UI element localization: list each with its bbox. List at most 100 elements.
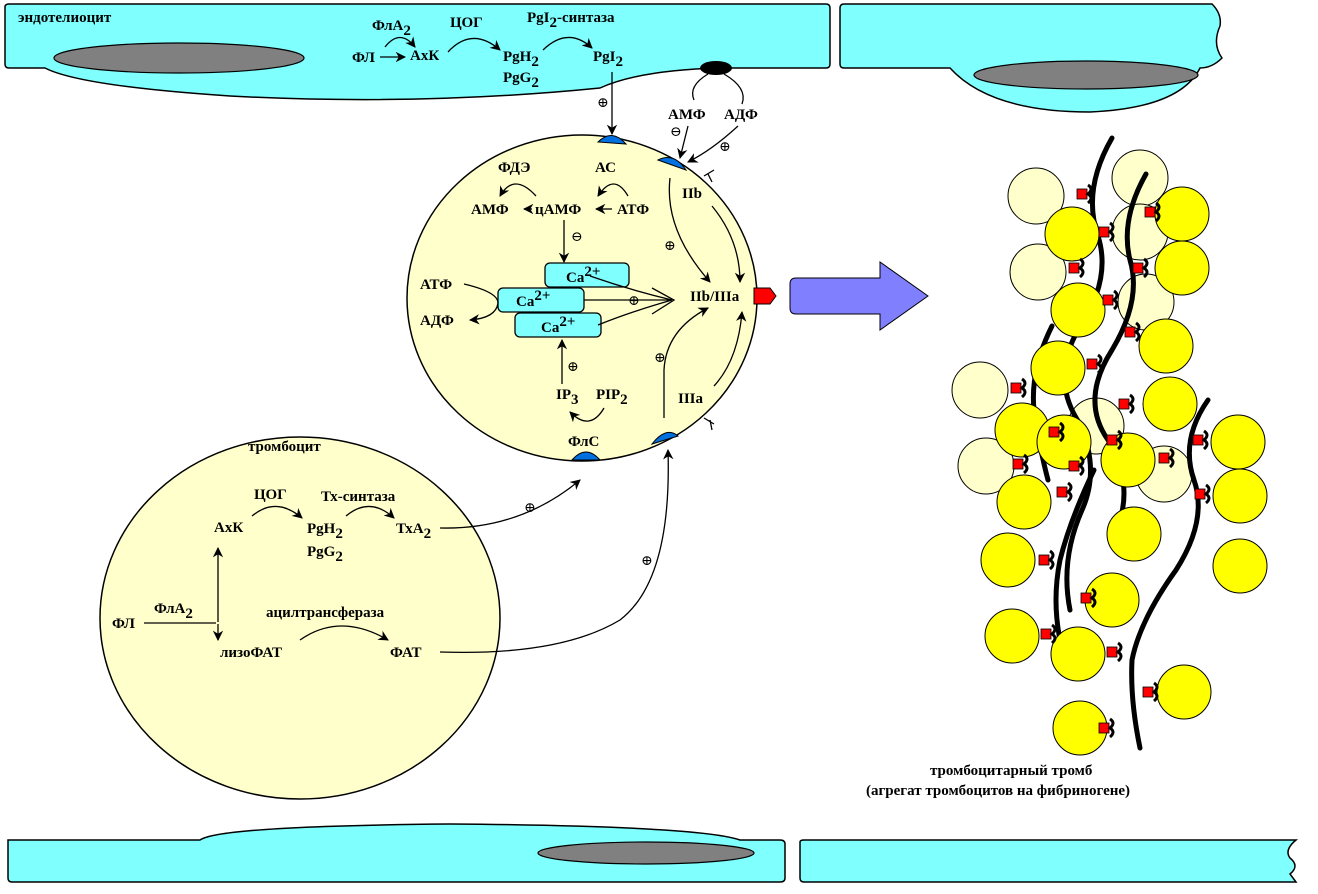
gp-receptor: [1142, 686, 1154, 698]
atf-left: АТФ: [420, 277, 452, 293]
pgi2-synthase-endo: PgI2-синтаза: [527, 10, 615, 31]
lyso-fat: лизоФАТ: [220, 645, 282, 661]
active-platelet: [1050, 626, 1106, 682]
adp-receptor: [656, 157, 688, 171]
flc: ФлС: [568, 434, 599, 450]
fibrinogen-clasp: [1077, 455, 1085, 477]
thrombus-caption-2: (агрегат тромбоцитов на фибриногене): [866, 783, 1130, 799]
fibrinogen-clasp: [1141, 257, 1149, 279]
fl-endo: ФЛ: [352, 50, 375, 66]
inactive-platelet: [1009, 243, 1067, 301]
fibrinogen-clasp: [1203, 483, 1211, 505]
gp-receptor: [1098, 722, 1110, 734]
plus-txa2: ⊕: [524, 501, 536, 516]
fibrinogen-strand: [1053, 467, 1097, 643]
endothelial-cell-top-right: [839, 3, 1223, 113]
endothelial-nucleus-bottom: [537, 841, 755, 865]
ca-store-3: [514, 312, 602, 338]
ca-store-1: [544, 262, 630, 288]
minus-amf: ⊖: [670, 125, 682, 140]
fibrinogen-clasp: [1047, 549, 1055, 571]
camf: цАМФ: [535, 202, 581, 218]
axk-endo: АхК: [410, 48, 439, 64]
active-platelet: [984, 608, 1040, 664]
active-platelet: [1138, 318, 1194, 374]
pgh2-endo: PgH2: [503, 49, 539, 70]
gp-receptor: [1076, 188, 1088, 200]
fibrinogen-clasp: [1049, 623, 1057, 645]
plus-ca: ⊕: [628, 294, 640, 309]
pgh2-platelet: PgH2: [307, 521, 343, 542]
txa2: ТхА2: [396, 521, 431, 542]
iib-iiia-receptor: [753, 287, 777, 305]
endothelial-cell-top-left: [4, 3, 831, 101]
gp-receptor: [1086, 358, 1098, 370]
plus-pgi2: ⊕: [597, 96, 609, 111]
active-platelet: [1142, 376, 1198, 432]
gp-receptor: [1048, 426, 1060, 438]
pgg2-platelet: PgG2: [307, 544, 343, 565]
fibrinogen-clasp: [1167, 447, 1175, 469]
transition-arrow: [789, 261, 929, 331]
active-platelet: [1154, 186, 1210, 242]
adf-release: АДФ: [724, 107, 758, 123]
active-platelet: [1106, 506, 1162, 562]
plus-fat: ⊕: [641, 554, 653, 569]
active-platelet: [980, 532, 1036, 588]
gp-receptor: [1080, 592, 1092, 604]
fibrinogen-clasp: [1107, 221, 1115, 243]
gp-receptor: [1040, 628, 1052, 640]
amf-release: АМФ: [668, 107, 706, 123]
active-platelet: [1212, 538, 1268, 594]
gp-receptor: [1038, 554, 1050, 566]
plus-txa2-inner: ⊕: [654, 351, 666, 366]
active-platelet: [1210, 414, 1266, 470]
fibrinogen-clasp: [1111, 289, 1119, 311]
active-platelet: [1044, 206, 1100, 262]
fibrinogen-clasp: [1085, 183, 1093, 205]
platelet-thrombus: [951, 135, 1268, 756]
endothelial-cell-bottom-right: [799, 839, 1299, 883]
plus-adf-inner: ⊕: [664, 239, 676, 254]
gp-receptor: [1144, 206, 1156, 218]
fibrinogen-strand: [1129, 397, 1211, 751]
pgi2-receptor: [596, 135, 628, 145]
fibrinogen-clasp: [1077, 257, 1085, 279]
iib-iiia: IIb/IIIa: [690, 289, 740, 305]
fibrinogen-clasp: [1115, 641, 1123, 663]
endothelial-cell-bottom-left: [7, 823, 786, 883]
iib: IIb: [682, 186, 702, 202]
fibrinogen-clasp: [1019, 377, 1027, 399]
cog-platelet: ЦОГ: [254, 487, 287, 503]
gp-receptor: [1132, 262, 1144, 274]
fibrinogen-clasp: [1115, 429, 1123, 451]
txa2-receptor: [650, 431, 680, 445]
minus-camf: ⊖: [571, 230, 583, 245]
active-platelet: [1100, 432, 1156, 488]
gp-receptor: [1056, 486, 1068, 498]
gp-receptor: [1158, 452, 1170, 464]
fibrinogen-clasp: [1107, 717, 1115, 739]
adf-left: АДФ: [420, 313, 454, 329]
fibrinogen-clasp: [1151, 681, 1159, 703]
fla2-endo: ФлА2: [372, 18, 411, 39]
fibrinogen-clasp: [1065, 481, 1073, 503]
active-platelet: [1154, 240, 1210, 296]
gp-receptor: [1098, 226, 1110, 238]
pip2: PIP2: [596, 387, 628, 408]
fibrinogen-clasp: [1095, 353, 1103, 375]
thrombus-caption-1: тромбоцитарный тромб: [930, 763, 1092, 779]
endothelial-nucleus-right: [973, 60, 1199, 90]
iiia: IIIa: [678, 391, 704, 407]
atf-inner: АТФ: [617, 202, 649, 218]
axk-platelet: АхК: [214, 520, 243, 536]
gp-receptor: [1106, 646, 1118, 658]
endothelium-label: эндотелиоцит: [18, 10, 112, 26]
fde: ФДЭ: [498, 160, 530, 176]
active-platelet: [1050, 282, 1106, 338]
acyltransferase: ацилтрансфераза: [266, 605, 385, 621]
gp-receptor: [1118, 398, 1130, 410]
inactive-platelet: [951, 361, 1009, 419]
